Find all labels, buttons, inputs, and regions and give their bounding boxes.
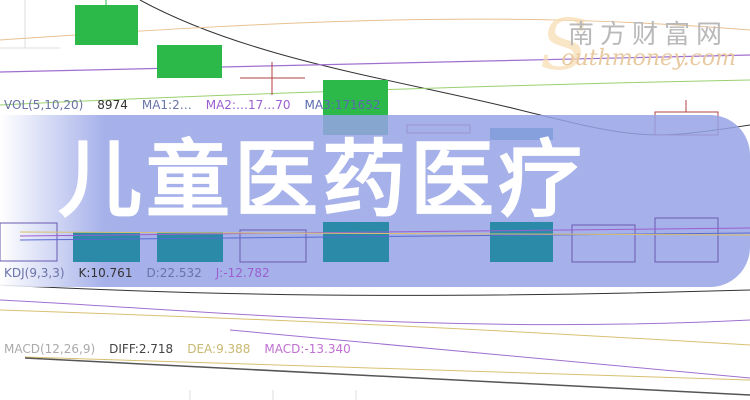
watermark-logo-cn: 南方财富网 (567, 20, 728, 50)
macd-legend-macd: MACD:-13.340 (264, 342, 351, 356)
volume-ma-line (19, 231, 750, 236)
vol-legend-value: 8974 (97, 98, 128, 112)
volume-bar (323, 222, 389, 262)
kdj-line (0, 309, 750, 346)
kdj-legend: KDJ(9,3,3) K:10.761 D:22.532 J:-12.782 (4, 266, 270, 280)
watermark-s: S (540, 4, 588, 86)
dea-line (24, 356, 750, 381)
banner-title: 儿童医药医疗 (58, 131, 587, 229)
candle (157, 45, 222, 78)
vol-legend-ma3: MA3:171652 (304, 98, 381, 112)
macd-line (229, 329, 750, 379)
kdj-legend-k: K:10.761 (78, 266, 133, 280)
candle (75, 5, 138, 45)
vol-legend: VOL(5,10,20) 8974 MA1:2… MA2:…17…70 MA3:… (4, 98, 381, 112)
volume-bar (654, 217, 719, 263)
vol-legend-ma2: MA2:…17…70 (205, 98, 291, 112)
volume-bar (73, 232, 140, 262)
kdj-line (0, 284, 750, 296)
kdj-line (0, 299, 750, 326)
volume-bar (157, 232, 223, 262)
volume-bar (490, 222, 553, 262)
macd-legend-diff: DIFF:2.718 (109, 342, 174, 356)
diff-line (24, 357, 750, 396)
kdj-legend-name: KDJ(9,3,3) (4, 266, 65, 280)
macd-legend: MACD(12,26,9) DIFF:2.718 DEA:9.388 MACD:… (4, 342, 351, 356)
volume-bar (0, 222, 58, 262)
macd-legend-name: MACD(12,26,9) (4, 342, 96, 356)
vol-legend-ma1: MA1:2… (141, 98, 192, 112)
kdj-legend-j: J:-12.782 (215, 266, 270, 280)
volume-bar (571, 224, 636, 263)
watermark-logo-en: outhmoney.com (561, 46, 736, 71)
ma-line (0, 54, 750, 73)
vol-legend-name: VOL(5,10,20) (4, 98, 84, 112)
kdj-legend-d: D:22.532 (146, 266, 202, 280)
macd-legend-dea: DEA:9.388 (187, 342, 251, 356)
volume-ma-line (19, 227, 750, 237)
volume-bar (239, 229, 307, 263)
